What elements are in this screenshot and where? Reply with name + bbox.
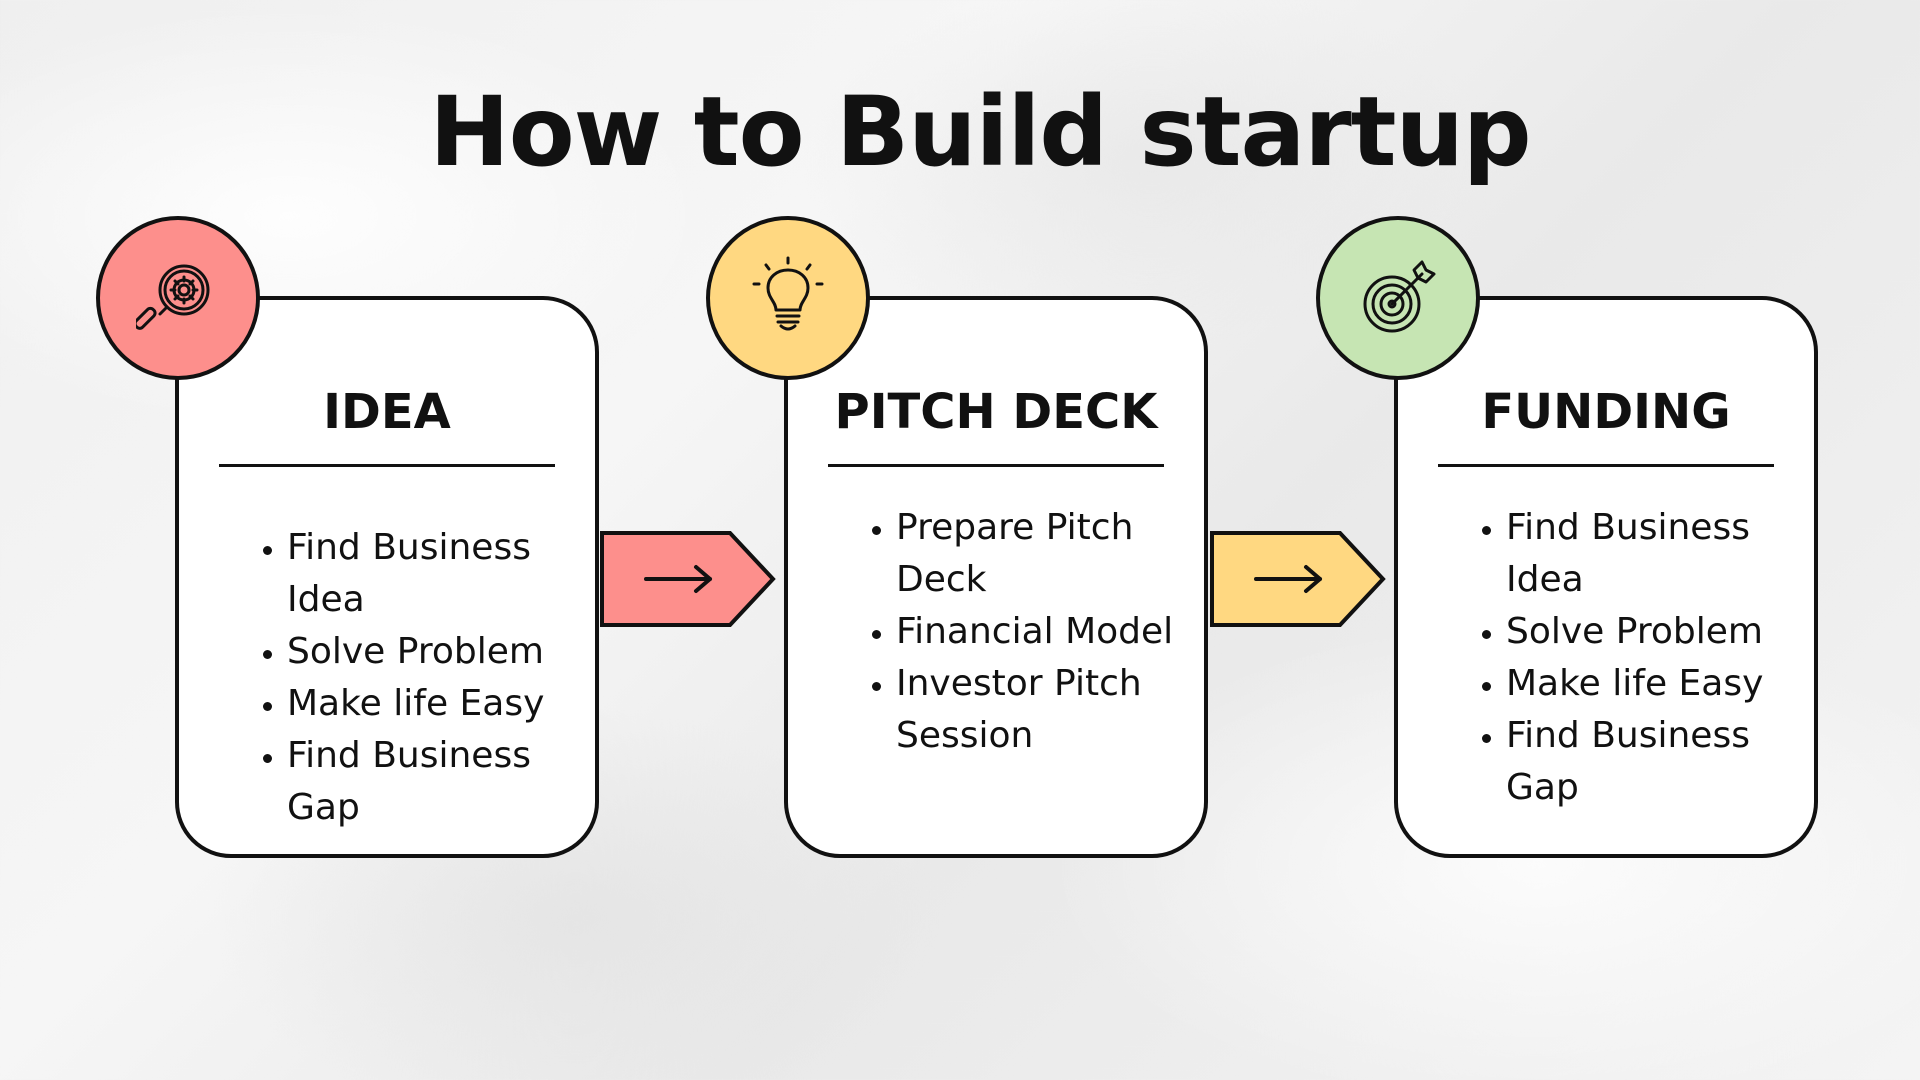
arrow-right-icon	[1254, 565, 1322, 593]
step-card-pitch-deck: PITCH DECK Prepare Pitch Deck Financial …	[784, 296, 1208, 858]
connector-arrow-2	[1210, 531, 1386, 627]
title-divider	[828, 464, 1164, 467]
list-item: Solve Problem	[1506, 606, 1794, 658]
list-item: Find Business Gap	[1506, 710, 1794, 814]
title-divider	[1438, 464, 1774, 467]
step-title-idea: IDEA	[323, 384, 451, 440]
step-badge-idea	[96, 216, 260, 380]
list-item: Make life Easy	[287, 678, 575, 730]
list-item: Find Business Gap	[287, 730, 575, 834]
magnifier-gear-icon	[136, 264, 210, 330]
page-title: How to Build startup	[429, 76, 1531, 188]
list-item: Find Business Idea	[1506, 502, 1794, 606]
target-arrow-icon	[1363, 260, 1436, 333]
list-item: Make life Easy	[1506, 658, 1794, 710]
step-list-idea: Find Business Idea Solve Problem Make li…	[253, 522, 575, 834]
step-badge-pitch-deck	[706, 216, 870, 380]
list-item: Solve Problem	[287, 626, 575, 678]
step-title-pitch-deck: PITCH DECK	[834, 384, 1158, 440]
step-badge-funding	[1316, 216, 1480, 380]
arrow-right-icon	[644, 565, 712, 593]
list-item: Investor Pitch Session	[896, 658, 1184, 762]
connector-arrow-1	[600, 531, 776, 627]
step-title-funding: FUNDING	[1481, 384, 1731, 440]
step-list-funding: Find Business Idea Solve Problem Make li…	[1472, 502, 1794, 814]
title-divider	[219, 464, 555, 467]
list-item: Financial Model	[896, 606, 1184, 658]
list-item: Find Business Idea	[287, 522, 575, 626]
step-card-funding: FUNDING Find Business Idea Solve Problem…	[1394, 296, 1818, 858]
step-list-pitch-deck: Prepare Pitch Deck Financial Model Inves…	[862, 502, 1184, 762]
step-card-idea: IDEA Find Business Idea Solve Problem Ma…	[175, 296, 599, 858]
light-bulb-icon	[752, 256, 824, 331]
list-item: Prepare Pitch Deck	[896, 502, 1184, 606]
